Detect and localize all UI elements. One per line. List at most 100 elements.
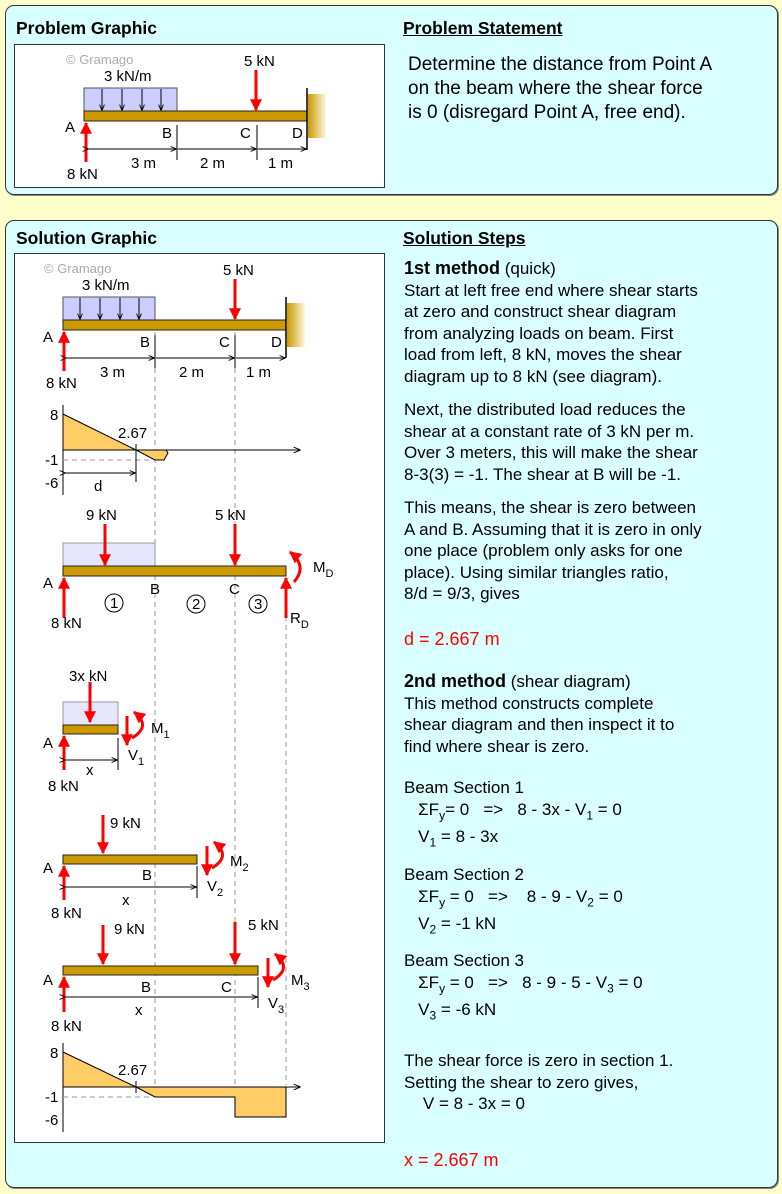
diagram-shape bbox=[80, 298, 139, 319]
diagram-label: 2 bbox=[192, 596, 200, 613]
step-text: 8-3(3) = -1. The shear at B will be -1. bbox=[404, 464, 682, 484]
problem-statement-title: Problem Statement bbox=[403, 18, 563, 38]
step-text: 1 bbox=[586, 807, 594, 822]
diagram-label: A bbox=[43, 735, 53, 752]
diagram-shape bbox=[272, 952, 288, 982]
step-line: d = 2.667 m bbox=[404, 629, 500, 651]
step-line: Beam Section 2 bbox=[404, 864, 623, 886]
step-line: from analyzing loads on beam. First bbox=[404, 323, 698, 345]
step-text: 2 bbox=[429, 922, 437, 937]
diagram-label: 1 bbox=[110, 595, 118, 612]
problem-graphic-title: Problem Graphic bbox=[16, 18, 158, 38]
diagram-shape bbox=[287, 303, 305, 347]
step-text: x = 2.667 m bbox=[404, 1150, 499, 1170]
diagram-label: 3 kN/m bbox=[82, 277, 130, 294]
diagram-label: D bbox=[301, 619, 309, 631]
diagram-shape bbox=[62, 319, 287, 331]
diagram-label: -6 bbox=[45, 1112, 58, 1129]
diagram-shape bbox=[62, 296, 156, 321]
diagram-label: 8 kN bbox=[51, 905, 82, 922]
diagram-label: -1 bbox=[45, 1089, 58, 1106]
step-text: = 0 bbox=[613, 972, 643, 992]
diagram-shape bbox=[211, 840, 227, 870]
diagram-label: C bbox=[219, 334, 230, 351]
diagram-label: 8 kN bbox=[67, 166, 98, 183]
diagram-label: M3 bbox=[291, 972, 310, 993]
step-text: = 0 => 8 - 9 - V bbox=[445, 886, 588, 906]
step-text: d = 2.667 m bbox=[404, 629, 500, 649]
diagram-label: © Gramago bbox=[44, 261, 111, 276]
step-text: load from left, 8 kN, moves the shear bbox=[404, 345, 682, 364]
step-text: at zero and construct shear diagram bbox=[404, 302, 677, 321]
diagram-label: 5 kN bbox=[244, 53, 275, 70]
step-text: 3 bbox=[429, 1008, 437, 1023]
diagram-label: 3 bbox=[254, 596, 262, 613]
diagram-label: 3 bbox=[278, 1004, 284, 1016]
diagram-label: 1 bbox=[138, 756, 144, 768]
step-text: ΣF bbox=[404, 886, 440, 906]
diagram-shape bbox=[135, 1086, 287, 1118]
step-line: Next, the distributed load reduces the bbox=[404, 399, 698, 421]
solution-graphic-title: Solution Graphic bbox=[16, 228, 157, 248]
step-text: 3 bbox=[607, 980, 614, 995]
step-text: (quick) bbox=[500, 259, 556, 278]
step-text: V bbox=[404, 1000, 430, 1020]
moment-arrow bbox=[289, 550, 303, 583]
step-text: A and B. Assuming that it is zero in onl… bbox=[404, 519, 702, 539]
step-line: Setting the shear to zero gives, bbox=[404, 1072, 673, 1094]
step-text: = -1 kN bbox=[436, 914, 497, 934]
step-line: at zero and construct shear diagram bbox=[404, 301, 698, 323]
diagram-label: 8 kN bbox=[51, 615, 82, 632]
diagram-shape bbox=[102, 89, 161, 110]
step-line: V2 = -1 kN bbox=[404, 913, 623, 941]
diagram-label: V bbox=[268, 995, 278, 1012]
diagram-shape bbox=[88, 125, 306, 160]
step-text: from analyzing loads on beam. First bbox=[404, 323, 674, 343]
diagram-label: -6 bbox=[45, 475, 58, 492]
diagram-label: x bbox=[135, 1002, 143, 1019]
step-line: ΣFy= 0 => 8 - 3x - V1 = 0 bbox=[404, 799, 622, 827]
diagram-label: © Gramago bbox=[66, 52, 133, 67]
diagram-label: M2 bbox=[230, 853, 249, 874]
diagram-label: B bbox=[141, 979, 151, 996]
beam bbox=[83, 110, 308, 122]
step-line: x = 2.667 m bbox=[404, 1150, 499, 1172]
diagram-label: 8 bbox=[50, 407, 58, 424]
step-line: The shear force is zero in section 1. bbox=[404, 1050, 673, 1072]
diagram-label: V1 bbox=[128, 747, 144, 768]
diagram-label: C bbox=[229, 581, 240, 598]
step-paragraph: 1st method (quick)Start at left free end… bbox=[404, 258, 698, 387]
diagram-shape bbox=[135, 449, 169, 461]
step-text: This means, the shear is zero between bbox=[404, 498, 696, 517]
diagram-label: 9 kN bbox=[114, 921, 145, 938]
step-text: V bbox=[404, 827, 430, 847]
result-text: d = 2.667 m bbox=[404, 629, 500, 651]
diagram-label: M1 bbox=[151, 720, 170, 741]
diagram-shape bbox=[62, 542, 156, 567]
diagram-shape bbox=[131, 710, 147, 740]
diagram-label: B bbox=[162, 125, 172, 142]
diagram-label: D bbox=[271, 334, 282, 351]
step-line: ΣFy = 0 => 8 - 9 - 5 - V3 = 0 bbox=[404, 972, 643, 1000]
diagram-shape bbox=[186, 594, 206, 614]
step-line: 8/d = 9/3, gives bbox=[404, 583, 702, 605]
diagram-label: 3x kN bbox=[69, 668, 107, 685]
step-paragraph: This means, the shear is zero between A a… bbox=[404, 497, 702, 605]
solution-steps-title: Solution Steps bbox=[403, 228, 526, 248]
diagram-label: 3 m bbox=[131, 155, 156, 172]
step-paragraph: Beam Section 3 ΣFy = 0 => 8 - 9 - 5 - V3… bbox=[404, 950, 643, 1027]
problem-statement: Determine the distance from Point A on t… bbox=[408, 53, 712, 125]
step-line: Over 3 meters, this will make the shear bbox=[404, 442, 698, 464]
step-text: y bbox=[439, 980, 446, 995]
diagram-label: MD bbox=[313, 559, 334, 580]
diagram-label: 9 kN bbox=[86, 507, 117, 524]
diagram-label: 2 bbox=[217, 887, 223, 899]
diagram-label: 3 m bbox=[100, 364, 125, 381]
step-line: load from left, 8 kN, moves the shear bbox=[404, 344, 698, 366]
diagram-shape bbox=[248, 594, 268, 614]
step-text: y bbox=[439, 807, 446, 822]
step-line: 8-3(3) = -1. The shear at B will be -1. bbox=[404, 464, 698, 486]
